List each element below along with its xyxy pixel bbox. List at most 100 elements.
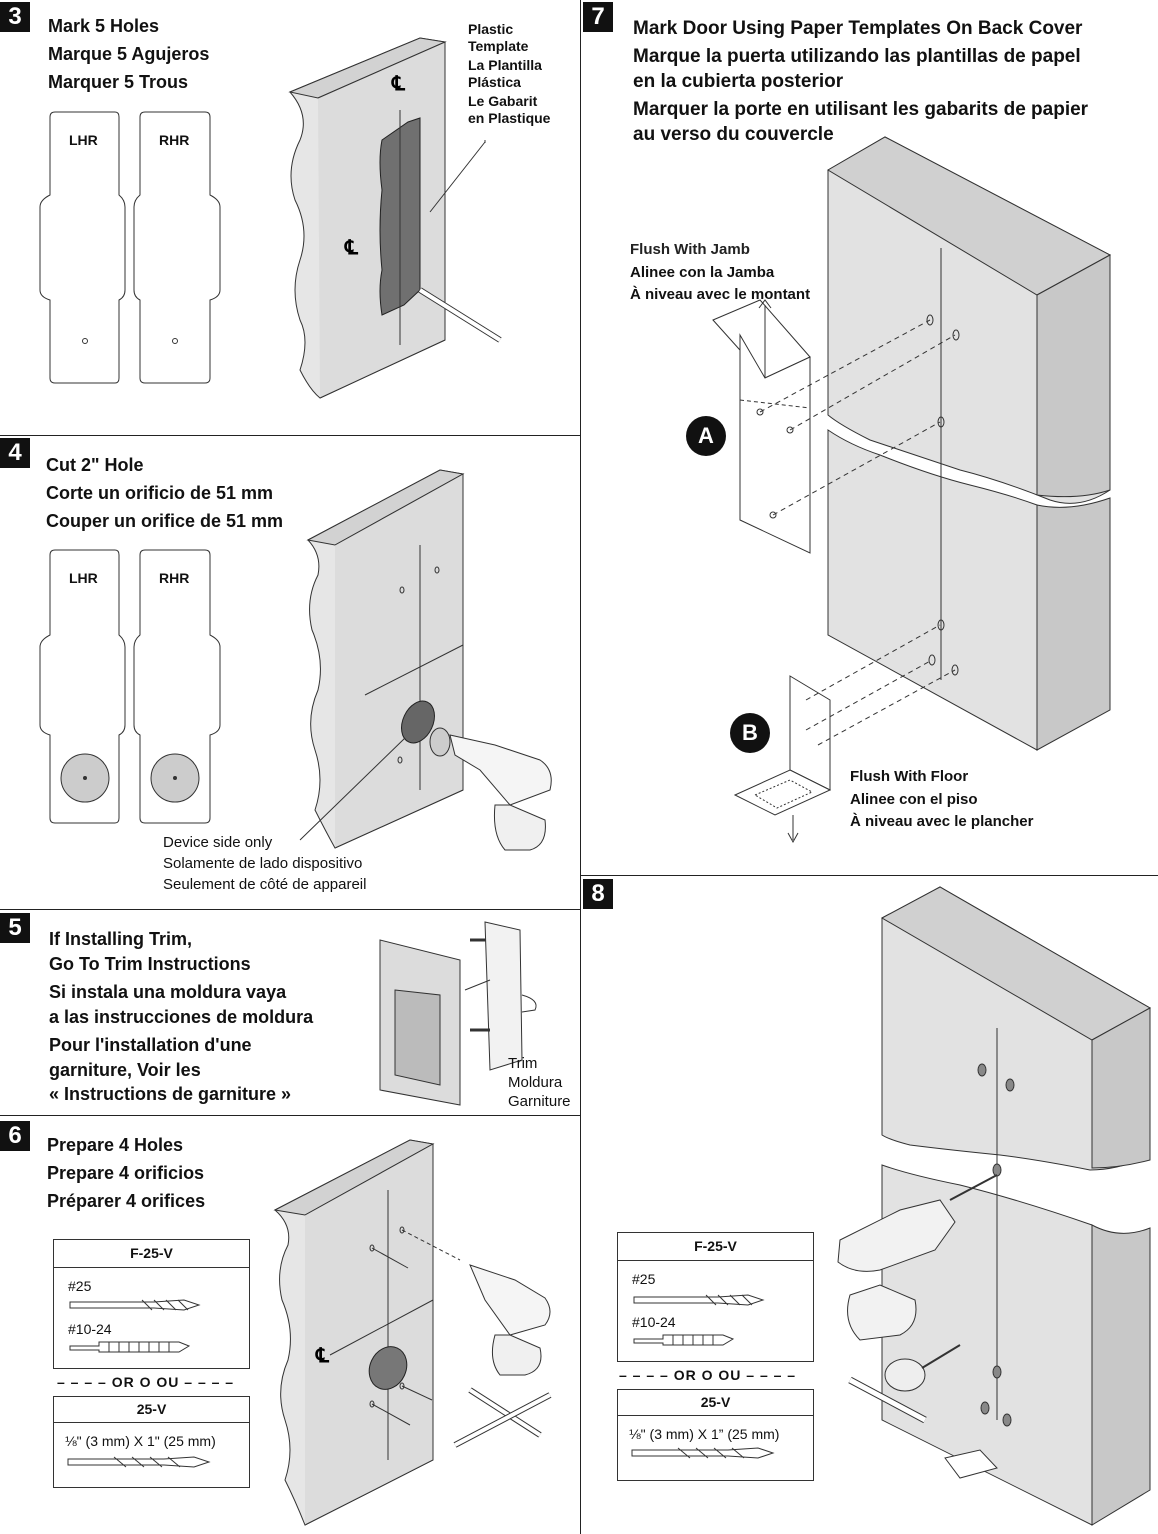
marker-a: A: [686, 416, 726, 456]
step-5-line: « Instructions de garniture »: [49, 1084, 292, 1104]
callout-line: Plástica: [468, 74, 521, 90]
or-label: OR O OU: [673, 1367, 742, 1383]
step-5-trim-illustration: [379, 921, 537, 1106]
drill-box-25v: 25-V ⅛" (3 mm) X 1" (25 mm): [53, 1396, 250, 1488]
step-6-number: 6: [0, 1121, 30, 1151]
drill-box-title: F-25-V: [54, 1240, 249, 1268]
note-line-fr: Seulement de côté de appareil: [163, 876, 367, 893]
note-line-es: Solamente de lado dispositivo: [163, 855, 363, 872]
step-4-number: 4: [0, 438, 30, 468]
callout-line: Template: [468, 38, 529, 54]
step-4-line-fr: Couper un orifice de 51 mm: [46, 511, 284, 531]
step-6-line-es: Prepare 4 orificios: [47, 1163, 205, 1183]
template-outline-rhr: [133, 111, 221, 384]
drill-bit-icon: [69, 1299, 201, 1311]
note-line-en: Device side only: [163, 834, 273, 851]
template-label-rhr: RHR: [159, 132, 190, 148]
jamb-line-fr: À niveau avec le montant: [630, 286, 811, 303]
step-3-templates: [39, 111, 221, 384]
floor-line-es: Alinee con el piso: [850, 790, 978, 808]
step-3-door: ℄ ℄: [288, 37, 502, 399]
step-3-number: 3: [0, 2, 30, 32]
step-7-number: 7: [583, 2, 613, 32]
step-6-line-fr: Préparer 4 orifices: [47, 1191, 206, 1211]
step-8-illustration: [837, 886, 1152, 1526]
drill-box-title: 25-V: [618, 1390, 813, 1416]
step-3-line-es: Marque 5 Agujeros: [48, 44, 210, 64]
svg-text:℄: ℄: [315, 1345, 330, 1367]
drill-box-f25v: F-25-V #25 #10-24: [617, 1232, 814, 1362]
step-5-number: 5: [0, 913, 30, 943]
step-7-line: Mark Door Using Paper Templates On Back …: [633, 18, 1083, 39]
marker-b: B: [730, 713, 770, 753]
drill-size-text: ⅛" (3 mm) X 1” (25 mm): [629, 1426, 780, 1442]
step-7-line: en la cubierta posterior: [633, 71, 844, 92]
step-5-line: If Installing Trim,: [49, 929, 193, 949]
jamb-line-en: Flush With Jamb: [630, 241, 750, 258]
template-label-lhr: LHR: [69, 570, 98, 586]
or-label: OR O OU: [111, 1374, 180, 1390]
drill-box-f25v: F-25-V #25 #10-24: [53, 1239, 250, 1369]
divider-5-6: [0, 1115, 580, 1116]
step-8-number: 8: [583, 879, 613, 909]
step-5-heading: If Installing Trim, Go To Trim Instructi…: [49, 927, 313, 1107]
or-divider: – – – – OR O OU – – – –: [619, 1367, 796, 1383]
drill-bit-icon: [633, 1294, 765, 1306]
step-3-line-en: Mark 5 Holes: [48, 16, 160, 36]
callout-line: Plastic: [468, 21, 514, 37]
divider-3-4: [0, 435, 580, 436]
drill-box-title: F-25-V: [618, 1233, 813, 1261]
jamb-line-es: Alinee con la Jamba: [630, 263, 775, 281]
trim-label-fr: Garniture: [508, 1093, 571, 1110]
drill-size-25: #25: [68, 1278, 92, 1294]
flush-with-jamb-label: Flush With Jamb Alinee con la Jamba À ni…: [630, 239, 810, 307]
or-dash-left: – – – –: [619, 1367, 674, 1383]
trim-label-en: Trim: [508, 1055, 538, 1072]
step-5-line: Si instala una moldura vaya: [49, 982, 287, 1002]
step-5-line: garniture, Voir les: [49, 1059, 201, 1080]
centerline-symbol: ℄: [391, 73, 406, 95]
plastic-template-callout: Plastic Template La Plantilla Plástica L…: [468, 20, 550, 128]
step-5-line: Go To Trim Instructions: [49, 953, 251, 974]
drill-box-title: 25-V: [54, 1397, 249, 1423]
step-4-line-en: Cut 2" Hole: [46, 455, 144, 475]
trim-label: Trim Moldura Garniture: [508, 1054, 571, 1111]
step-6-line-en: Prepare 4 Holes: [47, 1135, 184, 1155]
divider-7-8: [580, 875, 1158, 876]
floor-line-en: Flush With Floor: [850, 768, 969, 785]
step-7-line: au verso du couvercle: [633, 124, 834, 145]
tap-icon: [69, 1341, 191, 1353]
or-dash-right: – – – –: [741, 1367, 797, 1383]
flush-with-floor-label: Flush With Floor Alinee con el piso À ni…: [850, 766, 1033, 834]
step-7-line: Marquer la porte en utilisant les gabari…: [633, 98, 1089, 120]
step-5-line: a las instrucciones de moldura: [49, 1006, 314, 1027]
drill-size-10-24: #10-24: [632, 1314, 676, 1330]
trim-label-es: Moldura: [508, 1074, 563, 1091]
centerline-symbol: ℄: [344, 237, 359, 259]
drill-size-10-24: #10-24: [68, 1321, 112, 1337]
or-dash-right: – – – –: [179, 1374, 235, 1390]
drill-size-25: #25: [632, 1271, 656, 1287]
floor-line-fr: À niveau avec le plancher: [850, 813, 1034, 830]
step-3-line-fr: Marquer 5 Trous: [48, 72, 189, 92]
step-4-door: [299, 469, 552, 851]
or-divider: – – – – OR O OU – – – –: [57, 1374, 234, 1390]
tap-icon: [633, 1334, 735, 1346]
divider-4-5: [0, 909, 580, 910]
drill-bit-icon: [631, 1447, 775, 1459]
drill-box-25v: 25-V ⅛" (3 mm) X 1” (25 mm): [617, 1389, 814, 1481]
callout-line: en Plastique: [468, 110, 551, 126]
step-7-heading: Mark Door Using Paper Templates On Back …: [633, 16, 1088, 148]
callout-line: Le Gabarit: [468, 93, 538, 109]
template-outline-lhr: [39, 111, 126, 384]
step-4-line-es: Corte un orificio de 51 mm: [46, 483, 274, 503]
step-3-heading: Mark 5 Holes Marque 5 Agujeros Marquer 5…: [48, 12, 209, 96]
callout-line: La Plantilla: [468, 57, 542, 73]
step-6-heading: Prepare 4 Holes Prepare 4 orificios Prép…: [47, 1131, 205, 1215]
step-4-templates: [39, 549, 221, 824]
device-side-note: Device side only Solamente de lado dispo…: [163, 832, 366, 895]
step-6-door: ℄: [273, 1139, 552, 1526]
step-7-line: Marque la puerta utilizando las plantill…: [633, 45, 1081, 67]
step-7-illustration: [712, 136, 1112, 844]
